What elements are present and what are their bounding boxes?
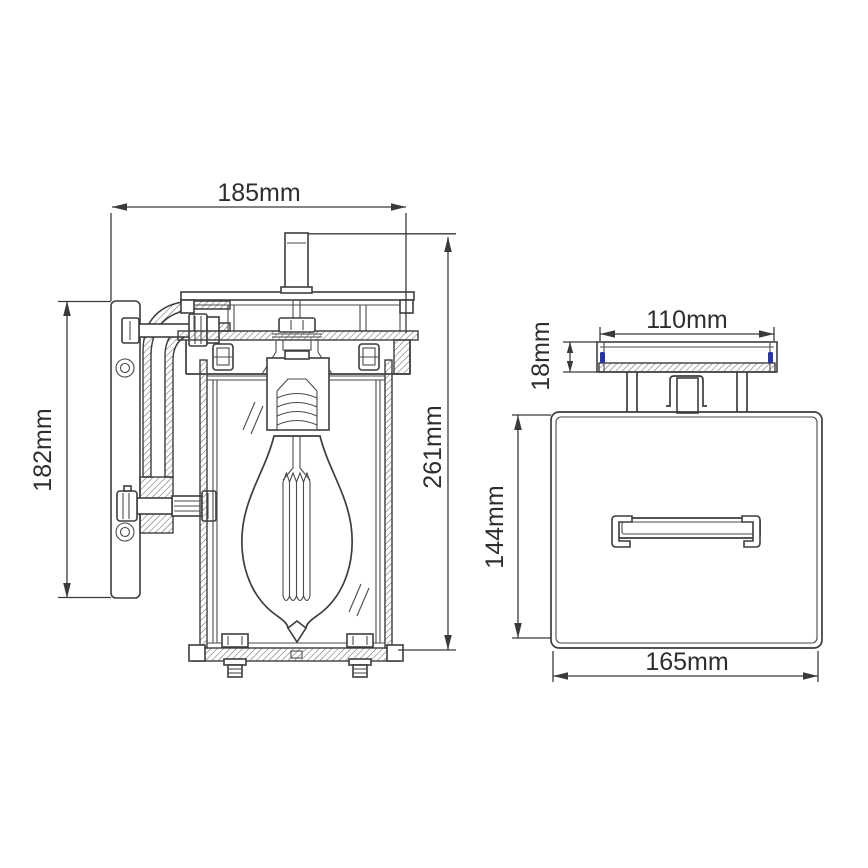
edison-bulb — [241, 435, 353, 644]
top-finial — [280, 232, 313, 294]
dimension-bracket-width-110: 110mm — [599, 306, 775, 341]
bracket-clip-left — [600, 352, 605, 363]
dim-label-body-depth: 144mm — [481, 485, 509, 568]
handle — [611, 515, 761, 548]
lantern-base — [188, 633, 404, 678]
dim-label-bracket-depth: 18mm — [527, 321, 555, 390]
dimension-backplate-182: 182mm — [29, 300, 111, 599]
wall-bracket — [596, 341, 778, 373]
wall-backplate — [110, 300, 141, 599]
dim-label-total-height: 261mm — [419, 405, 447, 488]
canopy-assembly — [177, 291, 419, 375]
dim-label-body-width: 165mm — [645, 648, 728, 676]
dimension-bracket-depth-18: 18mm — [527, 321, 597, 391]
bracket-arms — [626, 372, 748, 414]
dimension-body-depth-144: 144mm — [481, 414, 551, 639]
top-view: 110mm 18mm 144mm 165mm — [481, 306, 823, 682]
dimension-body-width-165: 165mm — [552, 648, 819, 682]
bracket-clip-right — [768, 352, 773, 363]
dim-label-bracket-width: 110mm — [646, 306, 728, 334]
dimension-total-height-261: 261mm — [308, 233, 456, 651]
dimension-width-185: 185mm — [110, 179, 407, 333]
side-view: 185mm 182mm 261mm — [29, 179, 456, 678]
dim-label-width: 185mm — [217, 179, 300, 207]
body-top-view — [550, 411, 823, 649]
dim-label-backplate-height: 182mm — [29, 408, 57, 491]
lamp-socket — [266, 350, 330, 431]
